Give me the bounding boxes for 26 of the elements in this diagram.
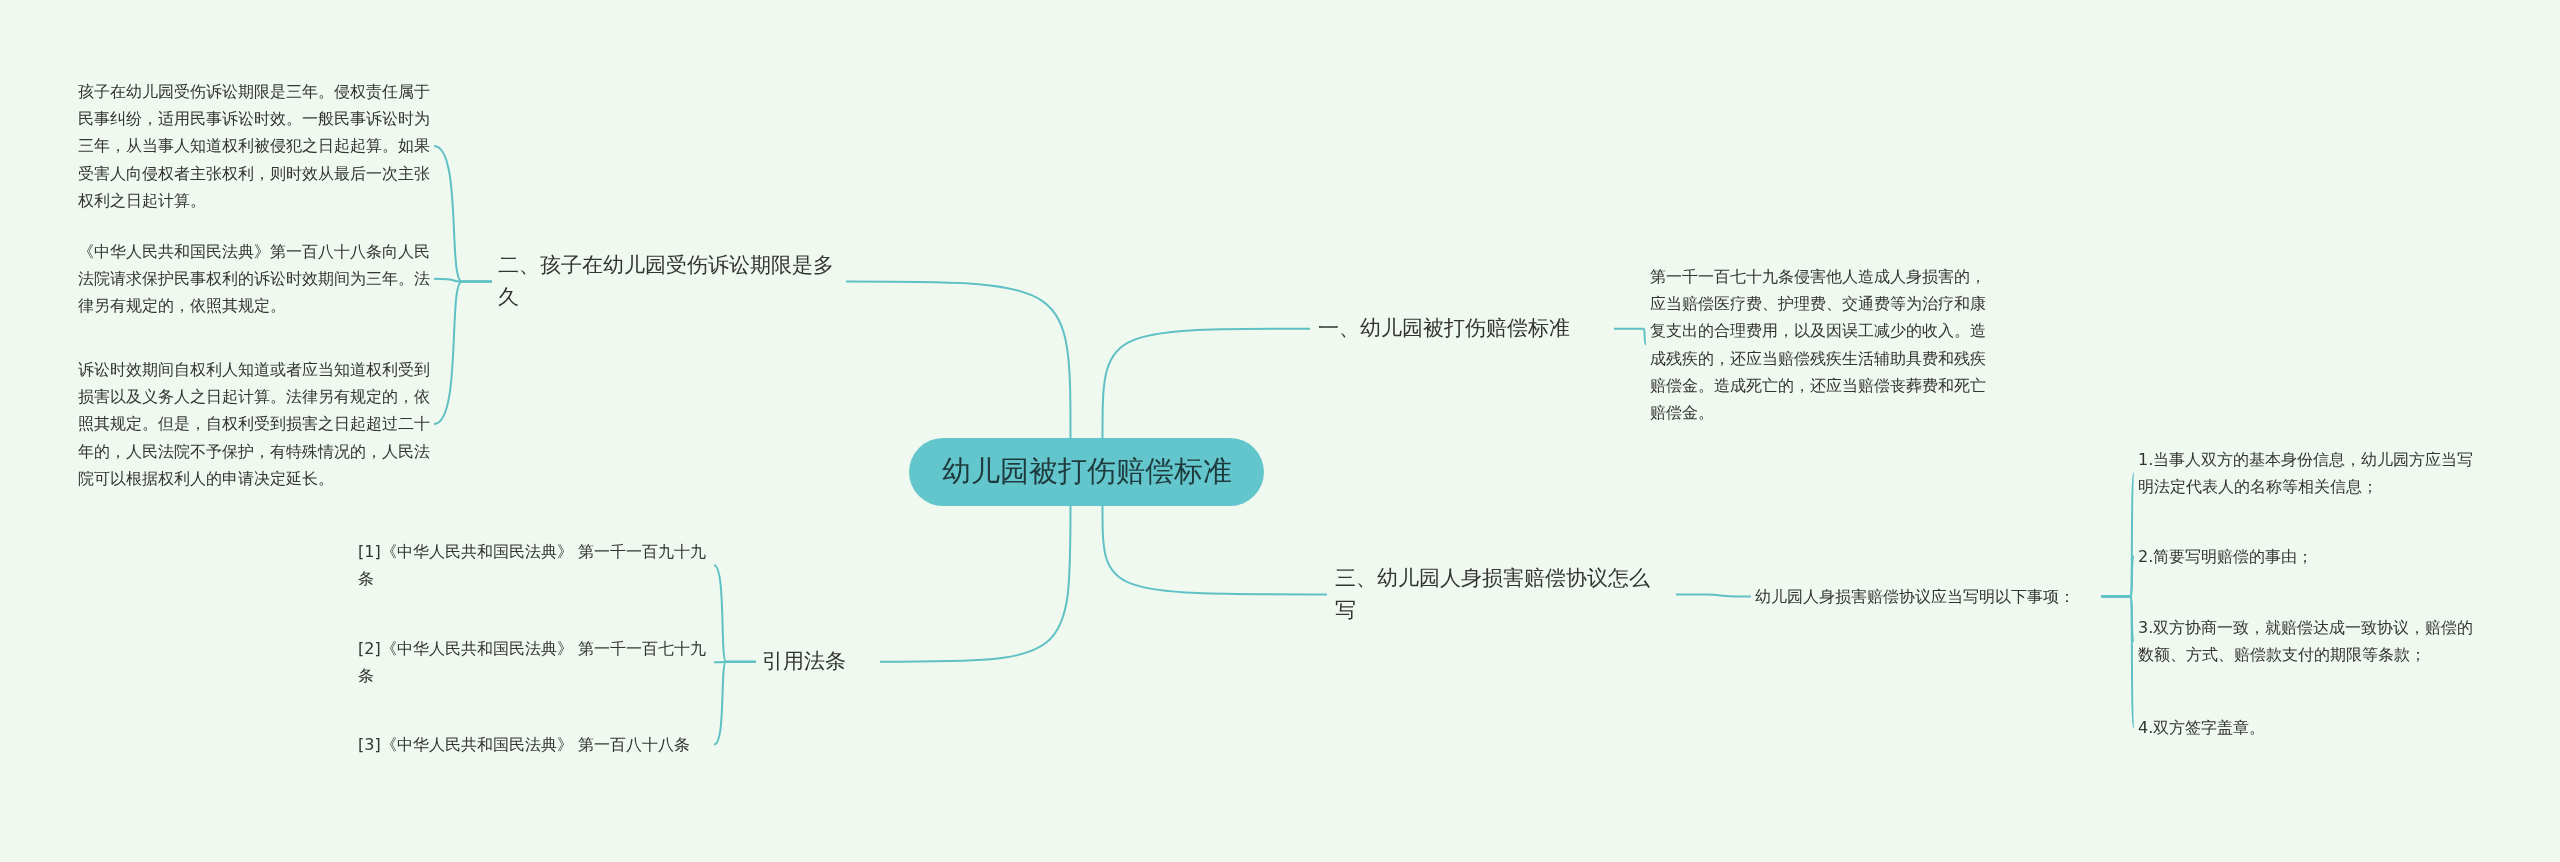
connector-line (2100, 595, 2135, 729)
branch-topic: 二、孩子在幼儿园受伤诉讼期限是多久 (498, 252, 835, 311)
connector-line (1101, 505, 1328, 596)
branch-topic: 三、幼儿园人身损害赔偿协议怎么写 (1335, 565, 1651, 624)
connector-line (879, 505, 1072, 663)
subtopic-text: [2]《中华人民共和国民法典》 第一千一百七十九条 (358, 638, 707, 688)
subtopic-text: 孩子在幼儿园受伤诉讼期限是三年。侵权责任属于民事纠纷，适用民事诉讼时效。一般民事诉讼时为三年，从当事人知道权利被侵犯之日起起算。如果受害人向侵权者主张权利，则时效从最后一次主张权利之日起计算。 (78, 81, 430, 212)
connector-line (433, 280, 493, 425)
subtopic-text: [3]《中华人民共和国民法典》 第一百八十八条 (358, 734, 691, 756)
subtopic-text: 2.简要写明赔偿的事由； (2138, 546, 2315, 568)
connector-line (1675, 593, 1752, 598)
subtopic-text: 第一千一百七十九条侵害他人造成人身损害的，应当赔偿医疗费、护理费、交通费等为治疗和康复支出的合理费用，以及因误工减少的收入。造成残疾的，还应当赔偿残疾生活辅助具费和残疾赔偿金。造成死亡的，还应当赔偿丧葬费和死亡赔偿金。 (1650, 266, 1987, 424)
subtopic-text: [1]《中华人民共和国民法典》 第一千一百九十九条 (358, 541, 707, 591)
connector-line (845, 280, 1072, 439)
subtopic-text: 《中华人民共和国民法典》第一百八十八条向人民法院请求保护民事权利的诉讼时效期间为三年。法律另有规定的，依照其规定。 (78, 241, 430, 318)
connector-line (713, 660, 757, 746)
branch-topic: 引用法条 (762, 648, 847, 675)
subtopic-text: 1.当事人双方的基本身份信息，幼儿园方应当写明法定代表人的名称等相关信息； (2138, 449, 2475, 499)
connector-line (1101, 327, 1311, 439)
branch-topic: 一、幼儿园被打伤赔偿标准 (1318, 315, 1571, 342)
subtopic-text: 4.双方签字盖章。 (2138, 717, 2267, 739)
subtopic-text: 幼儿园人身损害赔偿协议应当写明以下事项： (1755, 586, 2076, 608)
subtopic-text: 3.双方协商一致，就赔偿达成一致协议，赔偿的数额、方式、赔偿款支付的期限等条款； (2138, 617, 2475, 667)
connector-line (1613, 327, 1647, 346)
central-topic: 幼儿园被打伤赔偿标准 (909, 438, 1264, 506)
subtopic-text: 诉讼时效期间自权利人知道或者应当知道权利受到损害以及义务人之日起计算。法律另有规定的，依照其规定。但是，自权利受到损害之日起超过二十年的，人民法院不予保护，有特殊情况的，人民法院可以根据权利人的申请决定延长。 (78, 359, 430, 490)
